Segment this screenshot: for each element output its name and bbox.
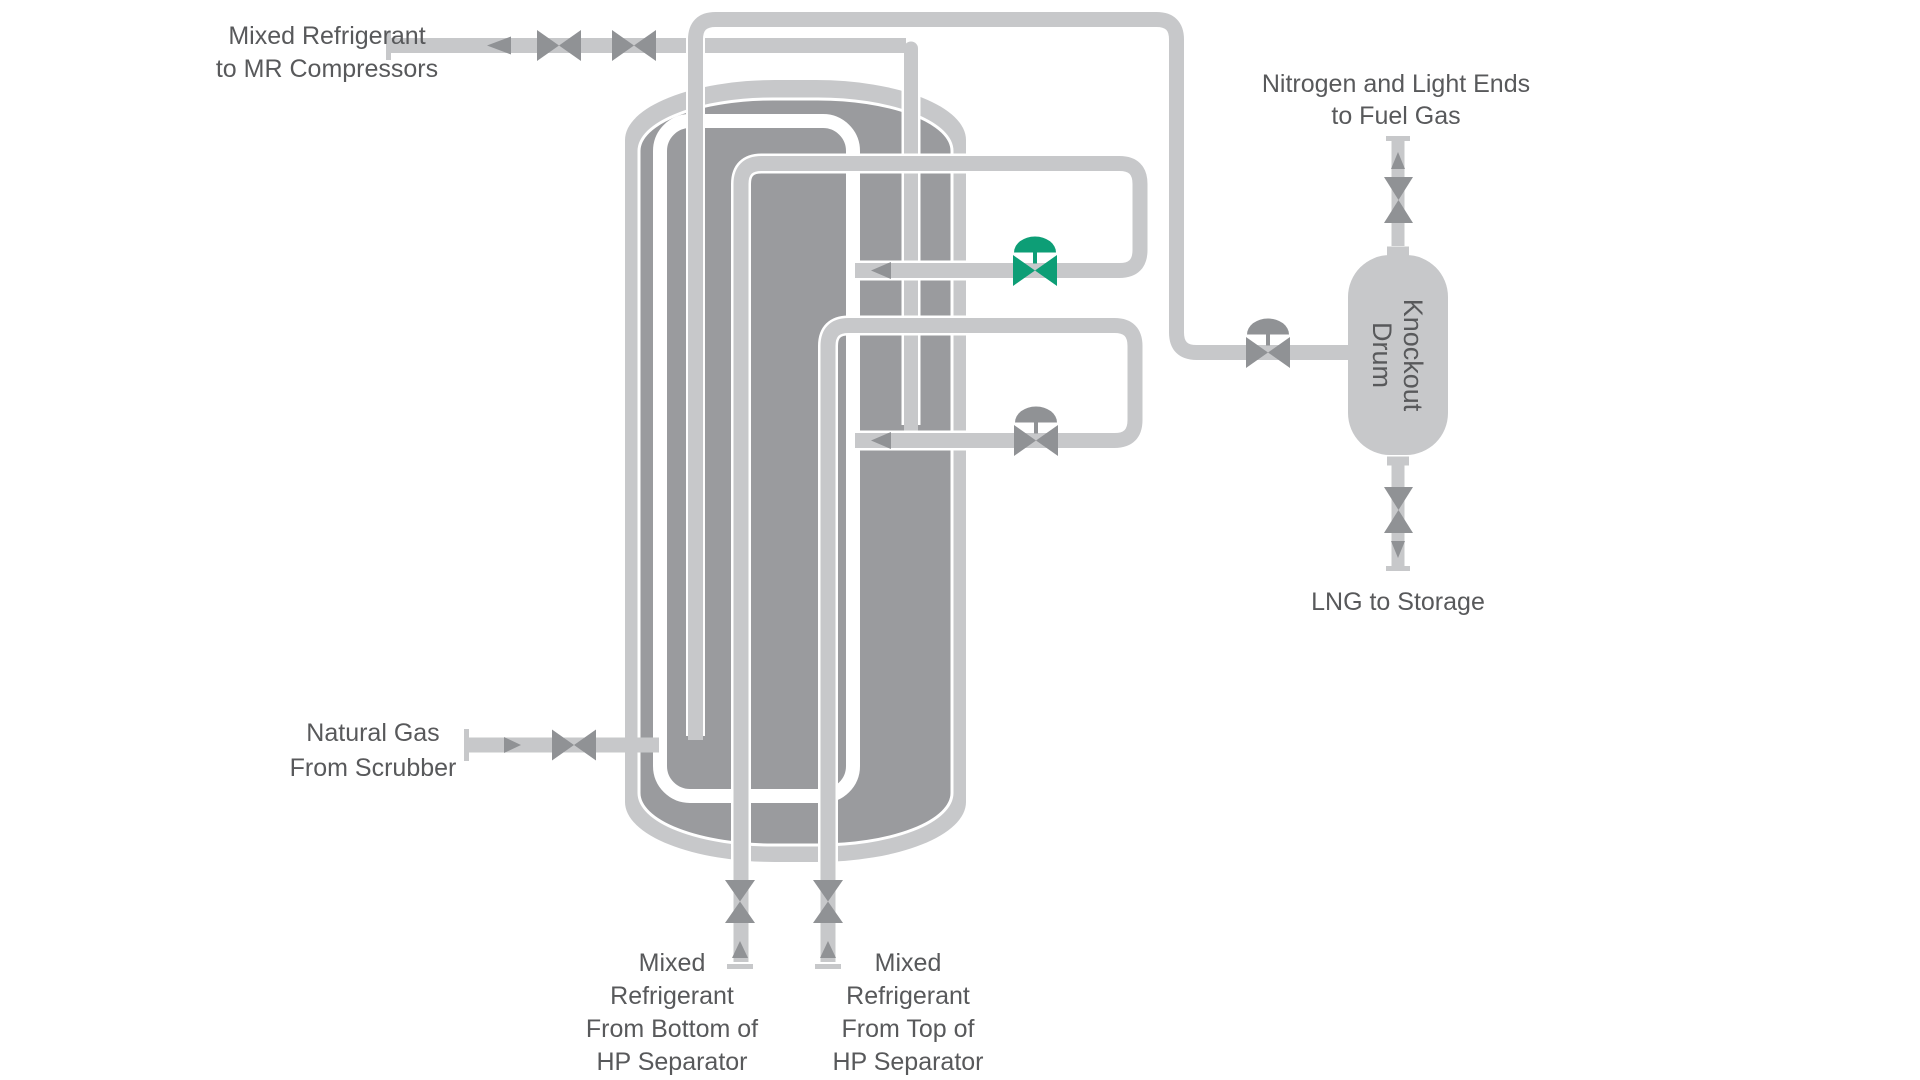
block-valve-icon <box>537 30 581 61</box>
flow-arrow-left-icon <box>871 432 891 449</box>
pipe-cap-icon <box>464 729 469 761</box>
knockout-drum: KnockoutDrum <box>1348 136 1448 571</box>
flow-arrow-left-icon <box>487 36 511 55</box>
mr-from-bottom-label-line3: From Bottom of <box>586 1015 758 1043</box>
block-valve-icon <box>552 729 596 761</box>
knockout-drum-vessel <box>1348 255 1448 455</box>
vessel-interior <box>637 97 954 847</box>
mr-to-compressors-label-line2: to MR Compressors <box>216 55 438 83</box>
jt-control-valve-icon <box>1014 406 1058 456</box>
fuel-gas-vent-line <box>1384 136 1413 256</box>
flow-arrow-up-icon <box>732 941 748 958</box>
flow-arrow-up-icon <box>820 941 836 958</box>
overhead-pipe <box>688 12 1351 740</box>
nitrogen-label-line1: Nitrogen and Light Ends <box>1262 70 1530 98</box>
upper-loop-pipe <box>733 156 1148 962</box>
flow-arrow-right-icon <box>504 737 521 753</box>
drum-bottom-nozzle <box>1387 456 1409 466</box>
stream-labels: Mixed Refrigerant to MR Compressors Nitr… <box>216 22 1530 1076</box>
natural-gas-label-line2: From Scrubber <box>290 754 457 782</box>
mr-from-bottom-label-line1: Mixed <box>639 949 706 977</box>
mr-top-feed-assembly <box>813 880 843 969</box>
mr-from-bottom-label-line2: Refrigerant <box>610 982 734 1010</box>
drum-top-nozzle <box>1387 246 1409 256</box>
lower-loop-pipe <box>820 318 1143 962</box>
pipe-cap-icon <box>1386 566 1410 571</box>
overhead-vapor-line <box>686 12 1351 740</box>
block-valve-vertical-icon <box>813 880 843 923</box>
nitrogen-label-line2: to Fuel Gas <box>1331 102 1460 130</box>
mr-bottom-feed-assembly <box>725 880 755 969</box>
pipe-cap-icon <box>386 31 391 60</box>
flow-arrow-down-icon <box>1391 541 1405 558</box>
mr-from-bottom-label-line4: HP Separator <box>596 1048 747 1076</box>
lower-jt-loop <box>818 315 1145 962</box>
mr-to-compressors-line <box>386 30 906 61</box>
flow-arrow-left-icon <box>871 262 891 279</box>
pipe-cap-icon <box>815 964 841 969</box>
exchanger-coil <box>653 114 860 803</box>
flow-arrow-up-icon <box>1391 152 1405 169</box>
jt-control-valve-open-icon <box>1013 236 1057 286</box>
mr-from-top-label-line3: From Top of <box>842 1015 975 1043</box>
upper-jt-loop <box>731 153 1150 962</box>
natural-gas-label-line1: Natural Gas <box>306 719 439 747</box>
block-valve-vertical-icon <box>725 880 755 923</box>
lng-to-storage-label: LNG to Storage <box>1311 588 1485 616</box>
knockout-drum-label-line1: Knockout <box>1398 299 1428 412</box>
knockout-drum-label: KnockoutDrum <box>1367 299 1428 412</box>
drum-inlet-control-valve-icon <box>1246 318 1290 368</box>
block-valve-icon <box>612 30 656 61</box>
block-valve-icon <box>1384 487 1413 533</box>
pipe-cap-icon <box>727 964 753 969</box>
block-valve-icon <box>1384 177 1413 223</box>
mr-to-compressors-label-line1: Mixed Refrigerant <box>228 22 425 50</box>
pipe-cap-icon <box>1386 136 1410 141</box>
mr-from-top-label-line4: HP Separator <box>832 1048 983 1076</box>
mr-from-top-label-line2: Refrigerant <box>846 982 970 1010</box>
mr-from-top-label-line1: Mixed <box>875 949 942 977</box>
lng-product-line <box>1384 456 1413 571</box>
knockout-drum-label-line2: Drum <box>1367 322 1397 388</box>
natural-gas-line <box>464 729 659 761</box>
